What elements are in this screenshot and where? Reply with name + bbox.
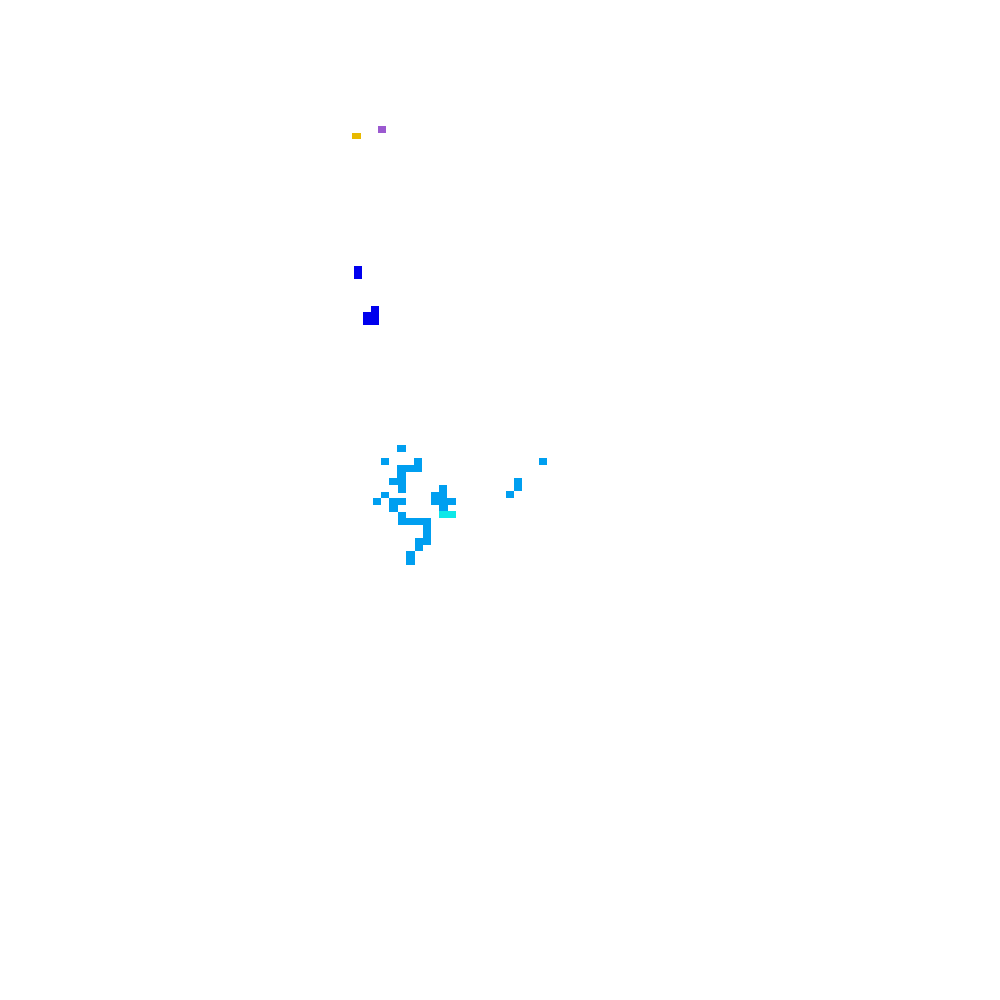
sky-block [389, 498, 406, 505]
sky-block [389, 505, 398, 512]
sky-block [397, 472, 406, 478]
sky-block [414, 458, 422, 465]
sky-block [398, 518, 431, 525]
sky-block [423, 525, 431, 538]
sky-block [439, 505, 448, 512]
sky-block [539, 458, 547, 465]
sky-block [415, 545, 423, 551]
purple-block [378, 126, 386, 133]
sky-block [398, 512, 406, 518]
blue-cluster [363, 312, 379, 325]
sky-block [373, 498, 381, 505]
blue-block [354, 266, 362, 279]
sky-block [381, 492, 389, 498]
cyan-block [439, 511, 456, 518]
blue-cluster [371, 306, 379, 312]
sky-block [447, 498, 456, 505]
sky-block [397, 465, 422, 472]
sky-block [381, 458, 389, 465]
sky-block [506, 491, 514, 498]
sky-block [389, 478, 406, 485]
yellow-block [352, 133, 361, 139]
sky-block [406, 551, 415, 565]
sky-block [398, 485, 406, 493]
sky-block [415, 538, 431, 545]
sky-block [431, 492, 447, 505]
sky-block [439, 485, 447, 492]
sky-block [514, 478, 522, 491]
sky-block [397, 445, 406, 452]
